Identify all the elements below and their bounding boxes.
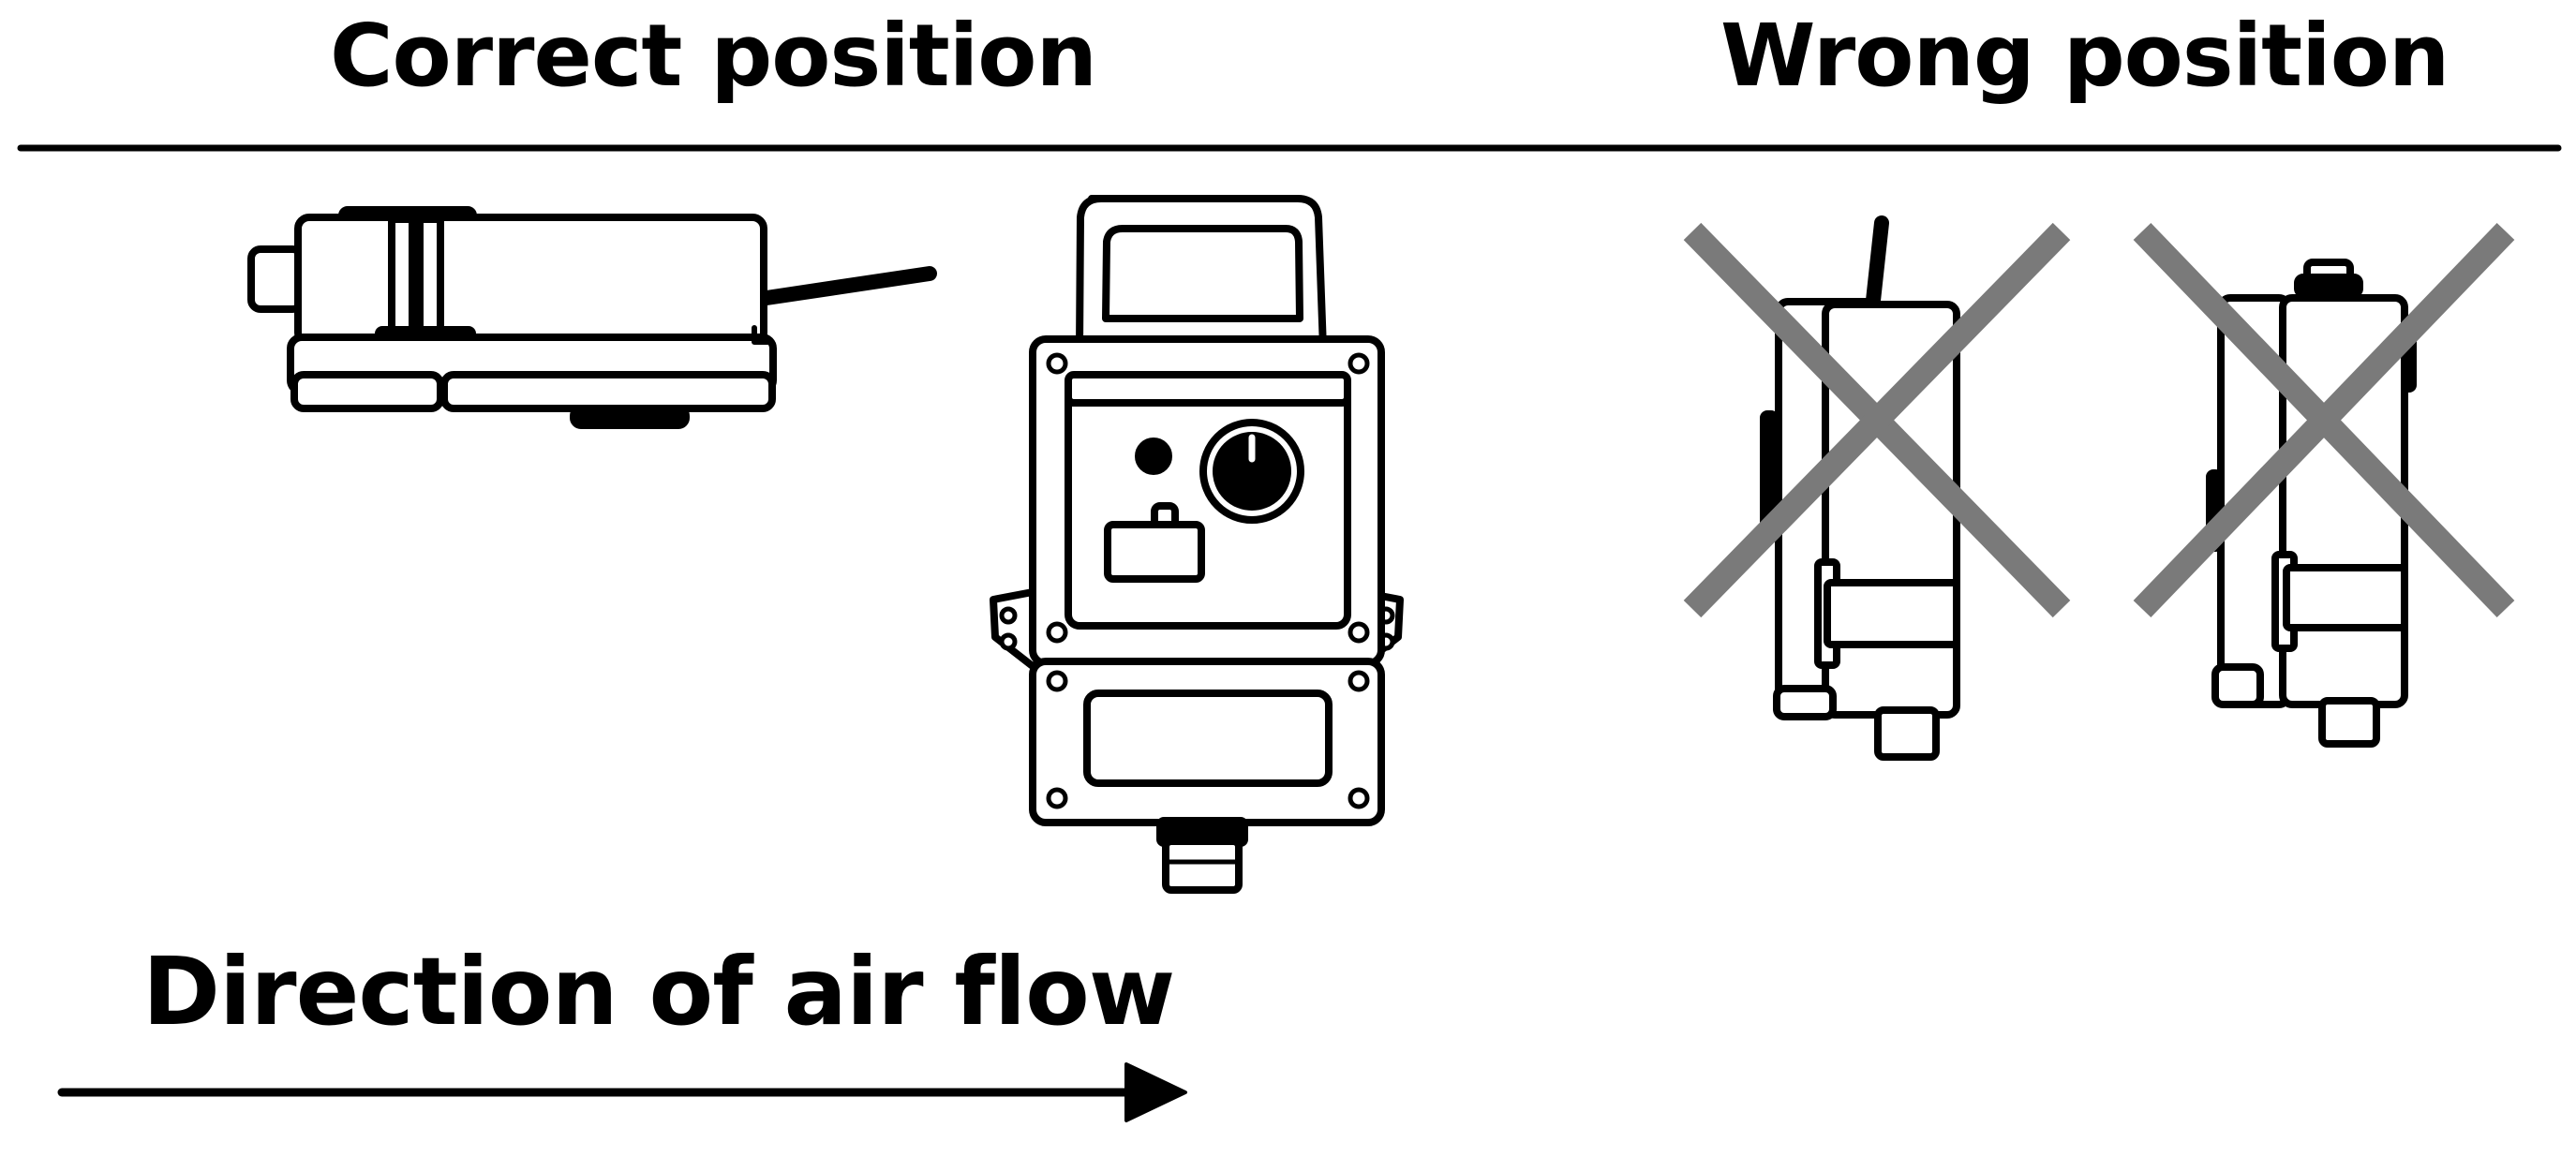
device-vertical-view-icon [2206, 259, 2417, 748]
cross-mark-icon [2133, 222, 2515, 618]
device-front-view-icon [990, 195, 1404, 894]
cross-mark-icon [1683, 222, 2071, 618]
device-side-view-icon [247, 206, 937, 429]
air-flow-label: Direction of air flow [142, 937, 1175, 1046]
wrong-position-heading: Wrong position [1720, 6, 2449, 106]
arrow-right-icon [57, 1062, 1187, 1122]
correct-position-heading: Correct position [330, 6, 1097, 106]
